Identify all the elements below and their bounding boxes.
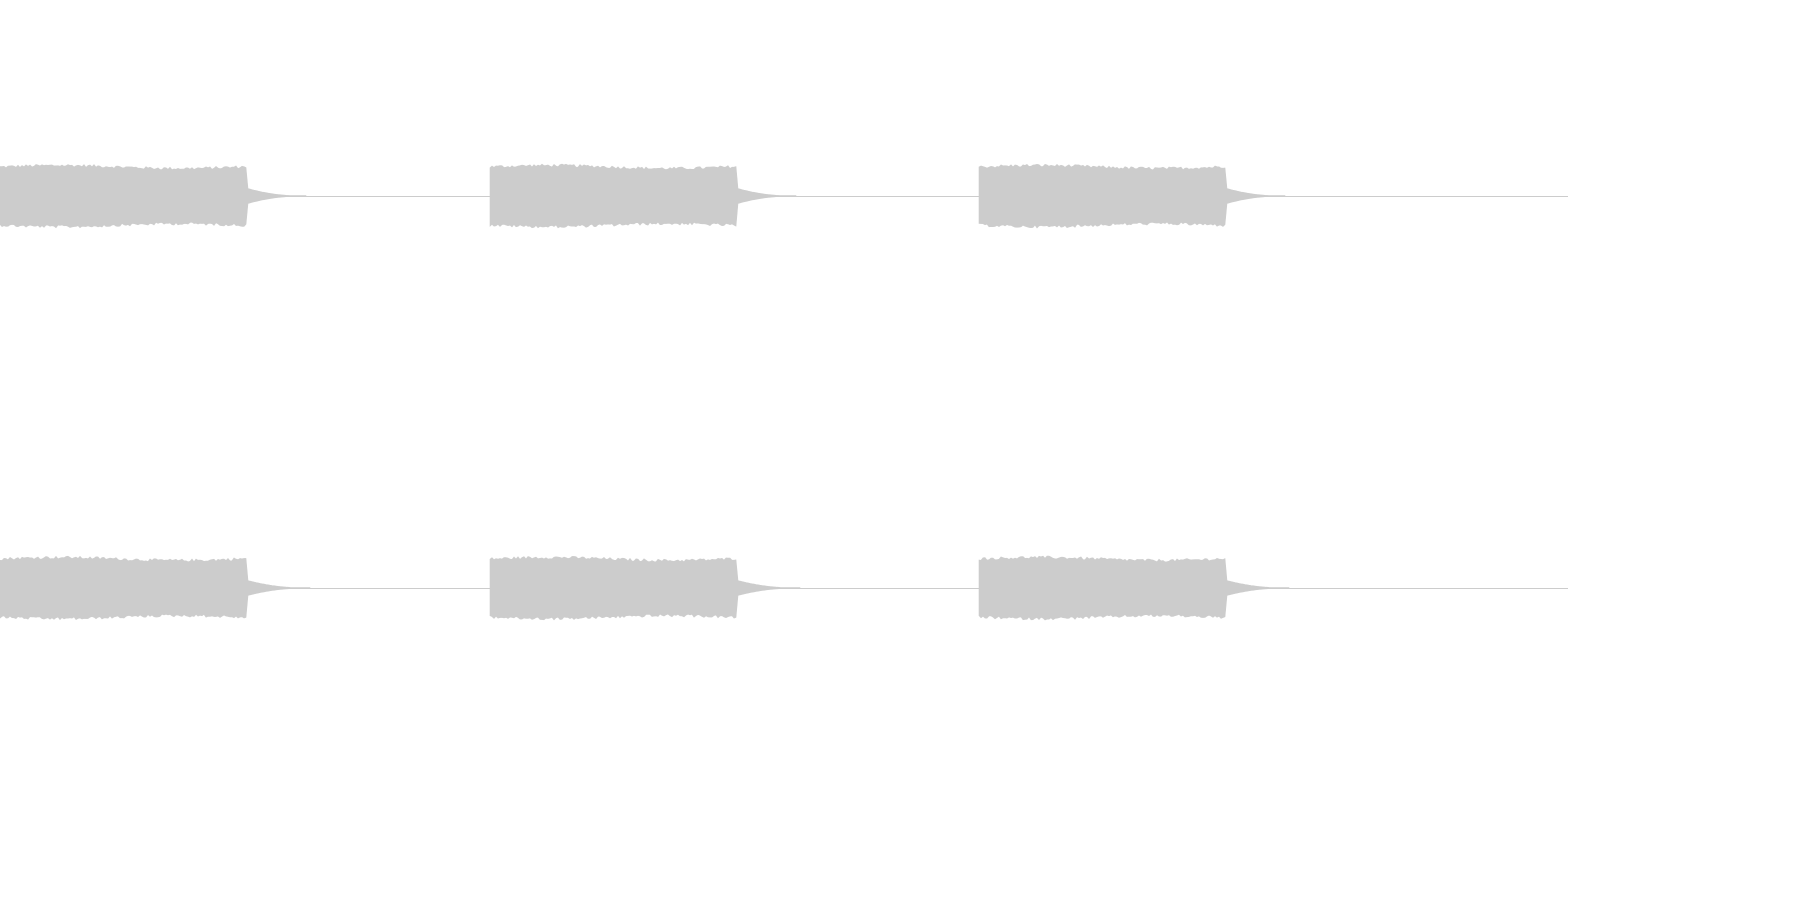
audio-burst-2 (489, 163, 797, 229)
channel-1 (0, 163, 1568, 229)
stereo-waveform (0, 163, 1568, 621)
channel-2 (0, 555, 1568, 621)
audio-burst-1 (0, 555, 311, 621)
waveform-view (0, 163, 1568, 621)
audio-burst-3 (978, 163, 1286, 229)
audio-burst-3 (978, 555, 1290, 621)
audio-burst-1 (0, 164, 307, 229)
audio-burst-2 (489, 556, 801, 621)
